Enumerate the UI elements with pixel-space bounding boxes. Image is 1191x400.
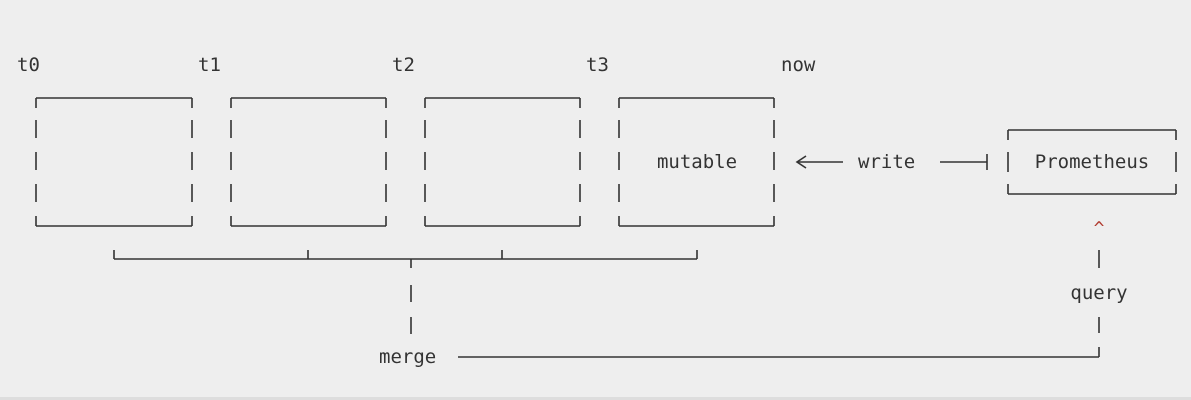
- timeline-label-t0: t0: [17, 54, 40, 76]
- block-4-label: mutable: [656, 151, 738, 173]
- block-1-frame: [35, 97, 193, 227]
- block-2-frame: [230, 97, 387, 227]
- query-connector: [458, 250, 1100, 358]
- block-4-frame: [618, 97, 775, 227]
- write-arrow: [795, 154, 988, 170]
- timeline-label-now: now: [781, 54, 816, 76]
- merge-label: merge: [379, 346, 437, 368]
- block-3-frame: [424, 97, 581, 227]
- timeline-label-t2: t2: [392, 54, 415, 76]
- prometheus-box-frame: [1007, 129, 1177, 195]
- timeline-label-t1: t1: [198, 54, 221, 76]
- prometheus-label: Prometheus: [1034, 151, 1150, 173]
- write-label: write: [858, 151, 916, 173]
- query-label: query: [1070, 282, 1128, 304]
- query-arrowhead: ^: [1093, 218, 1105, 239]
- timeline-label-t3: t3: [586, 54, 609, 76]
- merge-bracket: [113, 250, 698, 334]
